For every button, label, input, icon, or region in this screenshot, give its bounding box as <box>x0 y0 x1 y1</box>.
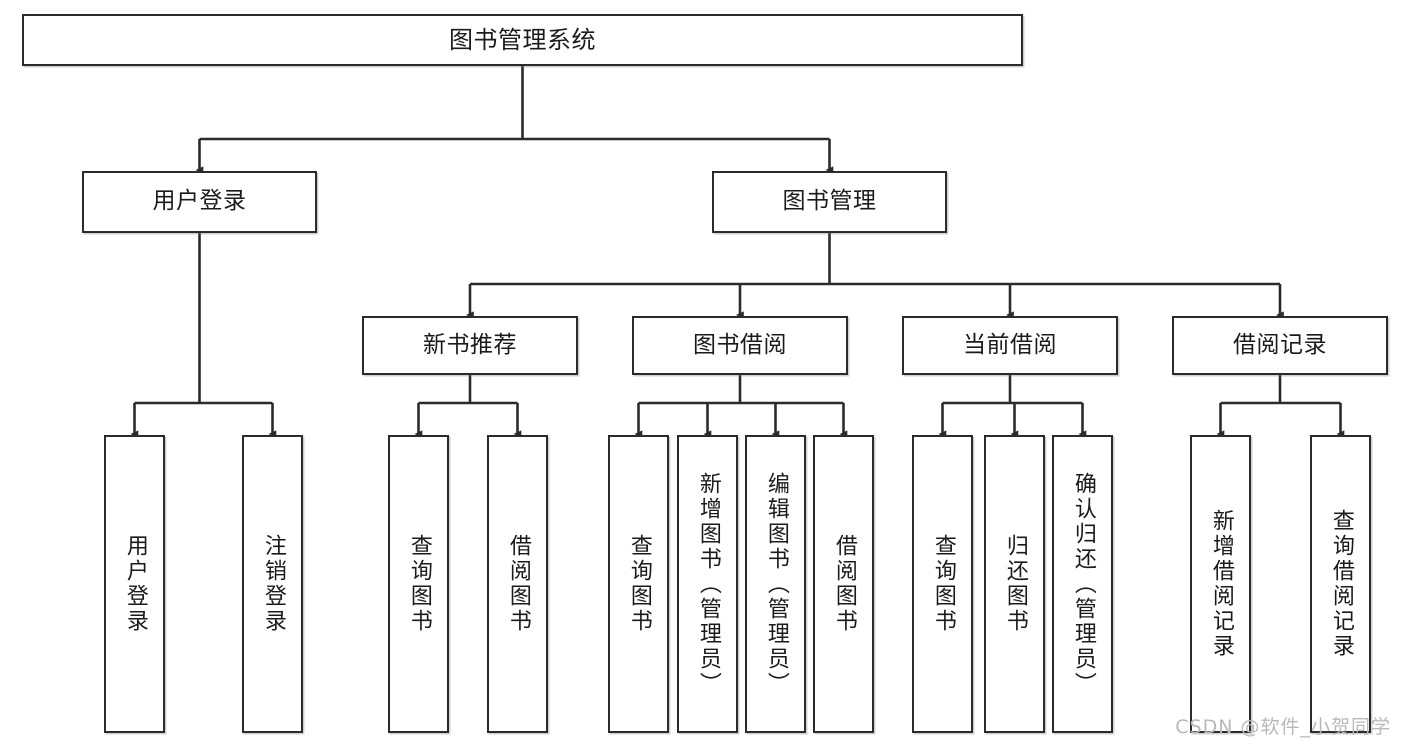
node-label: 归还图书 <box>1002 534 1028 634</box>
node-root[interactable]: 图书管理系统 <box>22 14 1023 66</box>
node-leaf-borrow-books-borrow[interactable]: 借阅图书 <box>813 435 874 733</box>
node-leaf-borrow-books-recommend[interactable]: 借阅图书 <box>487 435 548 733</box>
node-leaf-query-books-current[interactable]: 查询图书 <box>912 435 973 733</box>
node-leaf-return-books[interactable]: 归还图书 <box>984 435 1045 733</box>
node-label: 用户登录 <box>122 534 148 634</box>
node-leaf-user-logout[interactable]: 注销登录 <box>242 435 303 733</box>
csdn-watermark: CSDN @软件_小贺同学 <box>1175 716 1391 738</box>
node-leaf-add-book-admin[interactable]: 新增图书（管理员） <box>677 435 738 733</box>
node-label: 图书管理系统 <box>449 25 596 54</box>
node-leaf-confirm-return-admin[interactable]: 确认归还（管理员） <box>1052 435 1113 733</box>
node-current-borrow[interactable]: 当前借阅 <box>902 316 1118 375</box>
node-leaf-query-borrow-record[interactable]: 查询借阅记录 <box>1310 435 1371 733</box>
node-new-book-recommend[interactable]: 新书推荐 <box>362 316 578 375</box>
node-label: 当前借阅 <box>963 331 1057 358</box>
node-label: 用户登录 <box>152 188 247 215</box>
node-leaf-user-login[interactable]: 用户登录 <box>104 435 165 733</box>
node-label: 图书管理 <box>782 188 877 215</box>
node-label: 查询图书 <box>406 534 432 634</box>
node-book-borrow[interactable]: 图书借阅 <box>632 316 848 375</box>
node-label: 新书推荐 <box>423 331 517 358</box>
node-user-login[interactable]: 用户登录 <box>82 171 317 233</box>
node-label: 新增借阅记录 <box>1208 509 1234 659</box>
node-label: 确认归还（管理员） <box>1070 471 1096 697</box>
node-label: 借阅记录 <box>1233 331 1327 358</box>
node-label: 借阅图书 <box>505 534 531 634</box>
node-book-management[interactable]: 图书管理 <box>712 171 947 233</box>
node-label: 借阅图书 <box>831 534 857 634</box>
node-label: 查询图书 <box>930 534 956 634</box>
node-leaf-add-borrow-record[interactable]: 新增借阅记录 <box>1190 435 1251 733</box>
node-label: 查询借阅记录 <box>1328 509 1354 659</box>
node-leaf-edit-book-admin[interactable]: 编辑图书（管理员） <box>745 435 806 733</box>
node-label: 新增图书（管理员） <box>695 471 721 697</box>
node-label: 查询图书 <box>626 534 652 634</box>
node-borrow-records[interactable]: 借阅记录 <box>1172 316 1388 375</box>
node-label: 编辑图书（管理员） <box>763 471 789 697</box>
node-label: 图书借阅 <box>693 331 787 358</box>
node-label: 注销登录 <box>260 534 286 634</box>
node-leaf-query-books-borrow[interactable]: 查询图书 <box>608 435 669 733</box>
node-leaf-query-books-recommend[interactable]: 查询图书 <box>388 435 449 733</box>
